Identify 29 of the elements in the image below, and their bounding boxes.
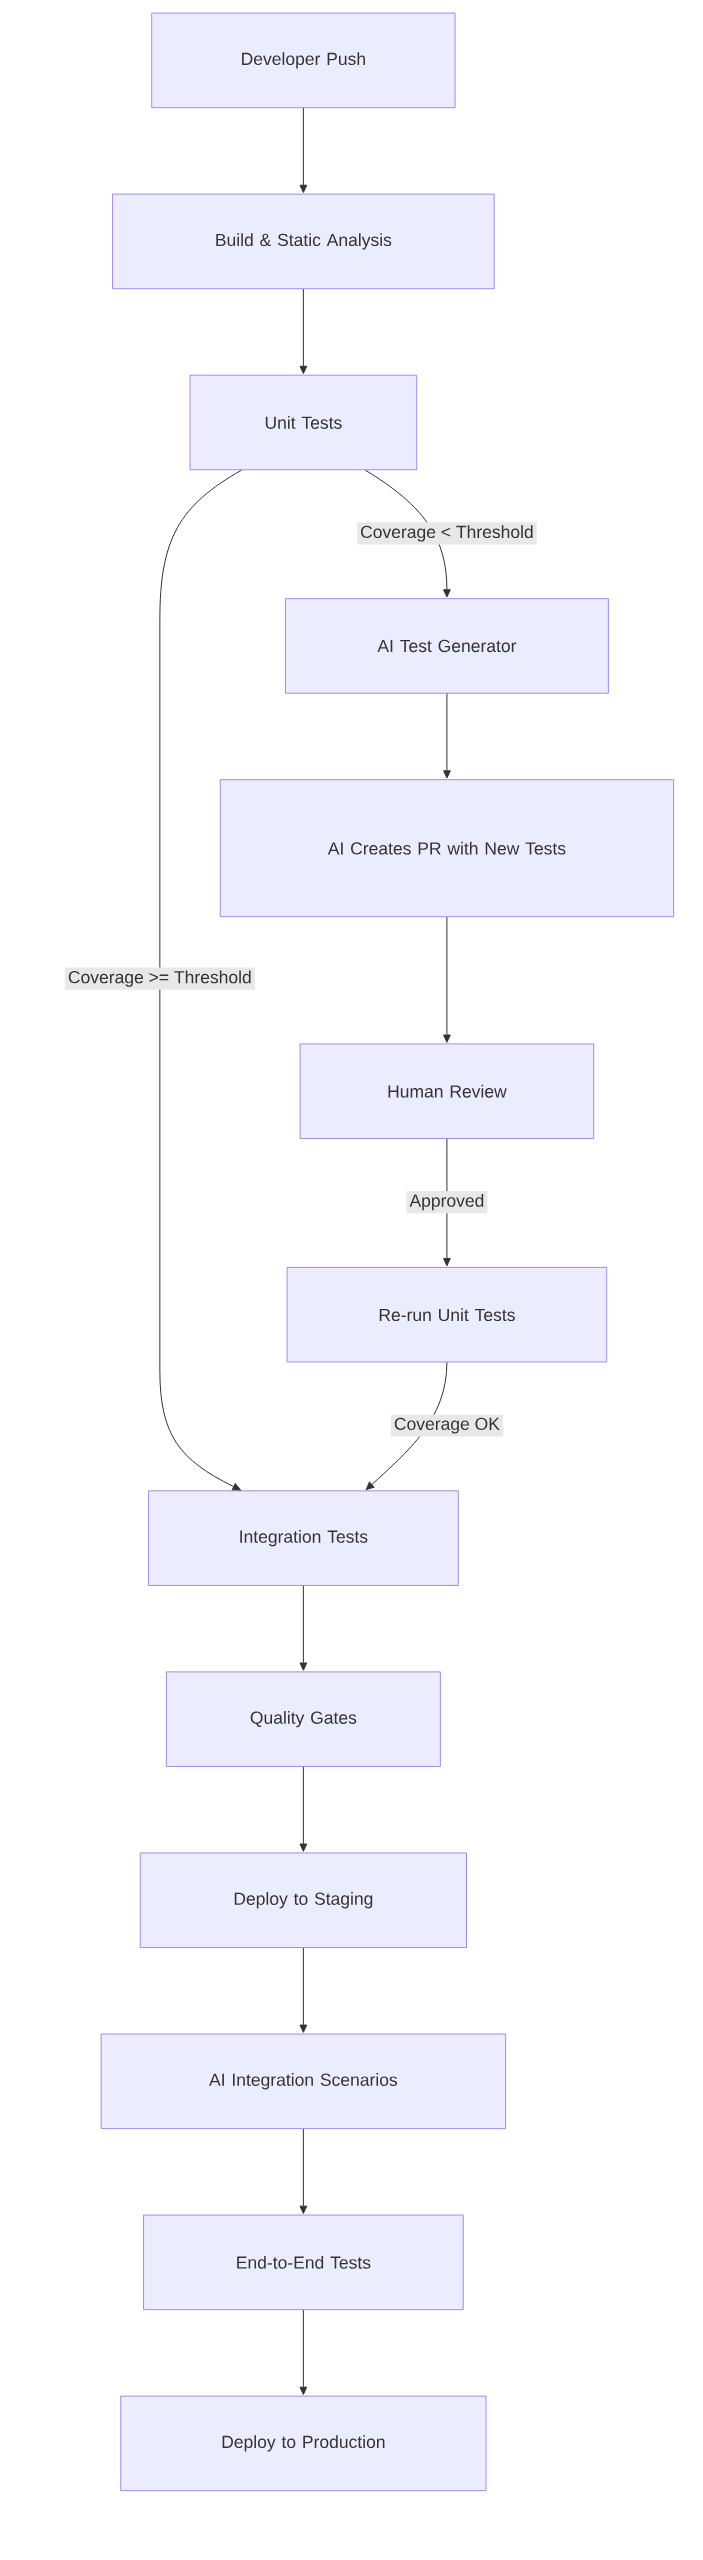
process-box: Deploy to Staging: [139, 1852, 467, 1948]
process-box: AI Creates PR with New Tests: [219, 779, 675, 918]
edge-label: Approved: [406, 1190, 488, 1214]
arrow: [299, 1947, 308, 2033]
arrow: [299, 107, 308, 193]
edge-label: Coverage OK: [390, 1414, 503, 1437]
process-box: Deploy to Production: [120, 2395, 487, 2492]
arrow: [364, 469, 451, 598]
arrow: [299, 2309, 308, 2395]
process-box: Re-run Unit Tests: [286, 1267, 608, 1363]
process-box: Quality Gates: [165, 1671, 441, 1767]
edge-label: Coverage >= Threshold: [64, 967, 255, 990]
arrow: [443, 693, 451, 779]
arrow: [299, 1585, 308, 1671]
arrow: [159, 469, 242, 1491]
process-box: AI Test Generator: [285, 598, 609, 694]
process-box: End-to-End Tests: [143, 2214, 464, 2311]
arrow: [443, 916, 451, 1043]
process-box: Build & Static Analysis: [112, 193, 495, 290]
arrow: [299, 288, 308, 375]
arrow: [299, 1766, 308, 1852]
process-box: Integration Tests: [148, 1490, 459, 1586]
process-box: Developer Push: [151, 12, 456, 109]
process-box: Human Review: [299, 1043, 595, 1139]
process-box: Unit Tests: [189, 374, 418, 471]
edge-label: Coverage < Threshold: [357, 522, 537, 545]
arrow: [299, 2128, 308, 2214]
process-box: AI Integration Scenarios: [100, 2033, 507, 2129]
arrow: [365, 1361, 448, 1491]
